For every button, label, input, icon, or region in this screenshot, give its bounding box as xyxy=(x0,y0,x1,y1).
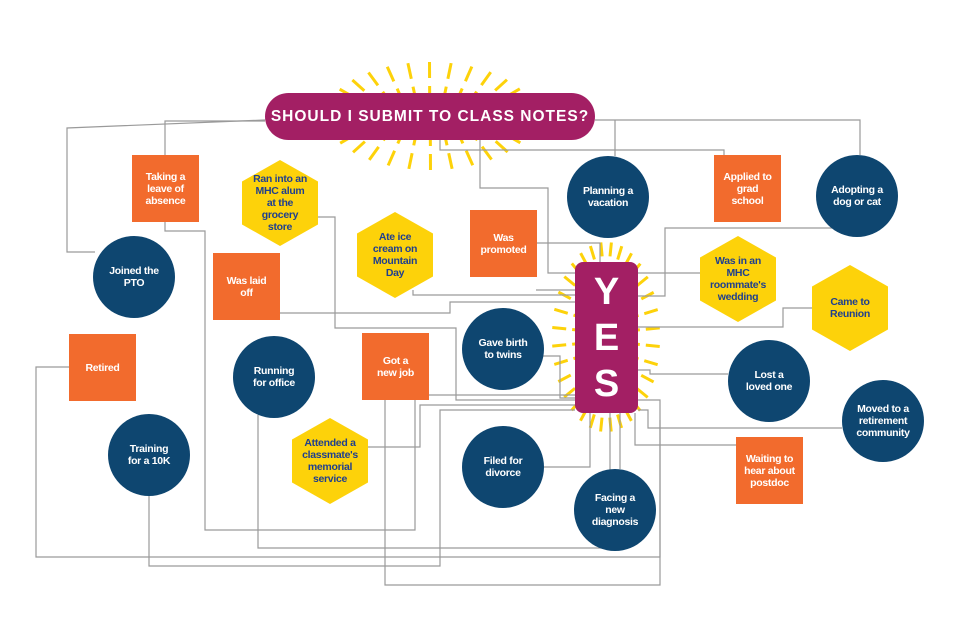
node-new-job: Got a new job xyxy=(362,333,429,400)
node-adopting: Adopting a dog or cat xyxy=(816,155,898,237)
sunburst-ray xyxy=(640,373,655,384)
yes-letter: S xyxy=(593,362,620,405)
sunburst-ray xyxy=(552,343,567,348)
connector xyxy=(543,355,575,399)
connector xyxy=(479,140,575,274)
connector xyxy=(279,301,575,314)
connector xyxy=(638,369,728,375)
node-memorial-service: Attended a classmate's memorial service xyxy=(292,418,368,504)
sunburst-ray xyxy=(599,242,604,257)
connector xyxy=(148,409,575,567)
sunburst-ray xyxy=(588,414,596,429)
yes-answer-box: Y E S xyxy=(575,262,638,413)
sunburst-ray xyxy=(480,71,492,87)
node-running-for-office: Running for office xyxy=(233,336,315,418)
sunburst-ray xyxy=(406,62,413,80)
question-title: SHOULD I SUBMIT TO CLASS NOTES? xyxy=(265,93,595,140)
connector xyxy=(35,366,661,558)
sunburst-ray xyxy=(480,145,493,161)
yes-letter: E xyxy=(593,316,620,359)
sunburst-ray xyxy=(645,326,660,331)
sunburst-ray xyxy=(407,152,414,170)
connector xyxy=(412,290,575,296)
node-reunion: Came to Reunion xyxy=(812,265,888,351)
sunburst-ray xyxy=(643,359,659,367)
sunburst-ray xyxy=(385,66,396,82)
connector xyxy=(384,399,661,586)
sunburst-ray xyxy=(351,78,366,92)
connector xyxy=(164,120,265,155)
sunburst-ray xyxy=(616,245,624,260)
sunburst-ray xyxy=(464,65,474,82)
node-leave-of-absence: Taking a leave of absence xyxy=(132,155,199,222)
connector xyxy=(638,227,837,297)
node-pto: Joined the PTO xyxy=(93,236,175,318)
sunburst-ray xyxy=(464,150,475,166)
sunburst-ray xyxy=(367,71,380,87)
connector xyxy=(595,119,861,155)
node-twins: Gave birth to twins xyxy=(462,308,544,390)
sunburst-ray xyxy=(643,308,659,316)
node-roommate-wedding: Was in an MHC roommate's wedding xyxy=(700,236,776,322)
connector xyxy=(368,404,575,448)
node-postdoc: Waiting to hear about postdoc xyxy=(736,437,803,504)
sunburst-ray xyxy=(608,242,613,257)
node-grad-school: Applied to grad school xyxy=(714,155,781,222)
sunburst-ray xyxy=(563,275,577,287)
connector xyxy=(543,413,591,468)
sunburst-ray xyxy=(553,358,569,366)
sunburst-ray xyxy=(552,326,567,331)
connector xyxy=(638,409,842,429)
node-diagnosis: Facing a new diagnosis xyxy=(574,469,656,551)
sunburst-ray xyxy=(599,417,604,432)
sunburst-ray xyxy=(447,152,454,170)
connector xyxy=(66,119,266,253)
node-retirement-community: Moved to a retirement community xyxy=(842,380,924,462)
node-lost-loved-one: Lost a loved one xyxy=(728,340,810,422)
yes-letter: Y xyxy=(593,270,620,313)
connector xyxy=(536,242,601,262)
sunburst-ray xyxy=(563,387,576,399)
connector xyxy=(439,140,725,155)
node-training-10k: Training for a 10K xyxy=(108,414,190,496)
sunburst-ray xyxy=(386,150,396,167)
sunburst-ray xyxy=(553,307,569,315)
sunburst-ray xyxy=(588,245,596,260)
connector xyxy=(634,413,736,446)
sunburst-ray xyxy=(494,78,508,92)
connector xyxy=(638,307,813,328)
sunburst-ray xyxy=(635,387,649,399)
node-promoted: Was promoted xyxy=(470,210,537,277)
node-vacation: Planning a vacation xyxy=(567,156,649,238)
node-laid-off: Was laid off xyxy=(213,253,280,320)
connector xyxy=(317,216,575,401)
sunburst-ray xyxy=(352,140,366,154)
sunburst-ray xyxy=(368,145,380,161)
node-retired: Retired xyxy=(69,334,136,401)
node-divorce: Filed for divorce xyxy=(462,426,544,508)
sunburst-ray xyxy=(446,62,453,80)
sunburst-ray xyxy=(636,275,649,287)
sunburst-ray xyxy=(645,343,660,348)
